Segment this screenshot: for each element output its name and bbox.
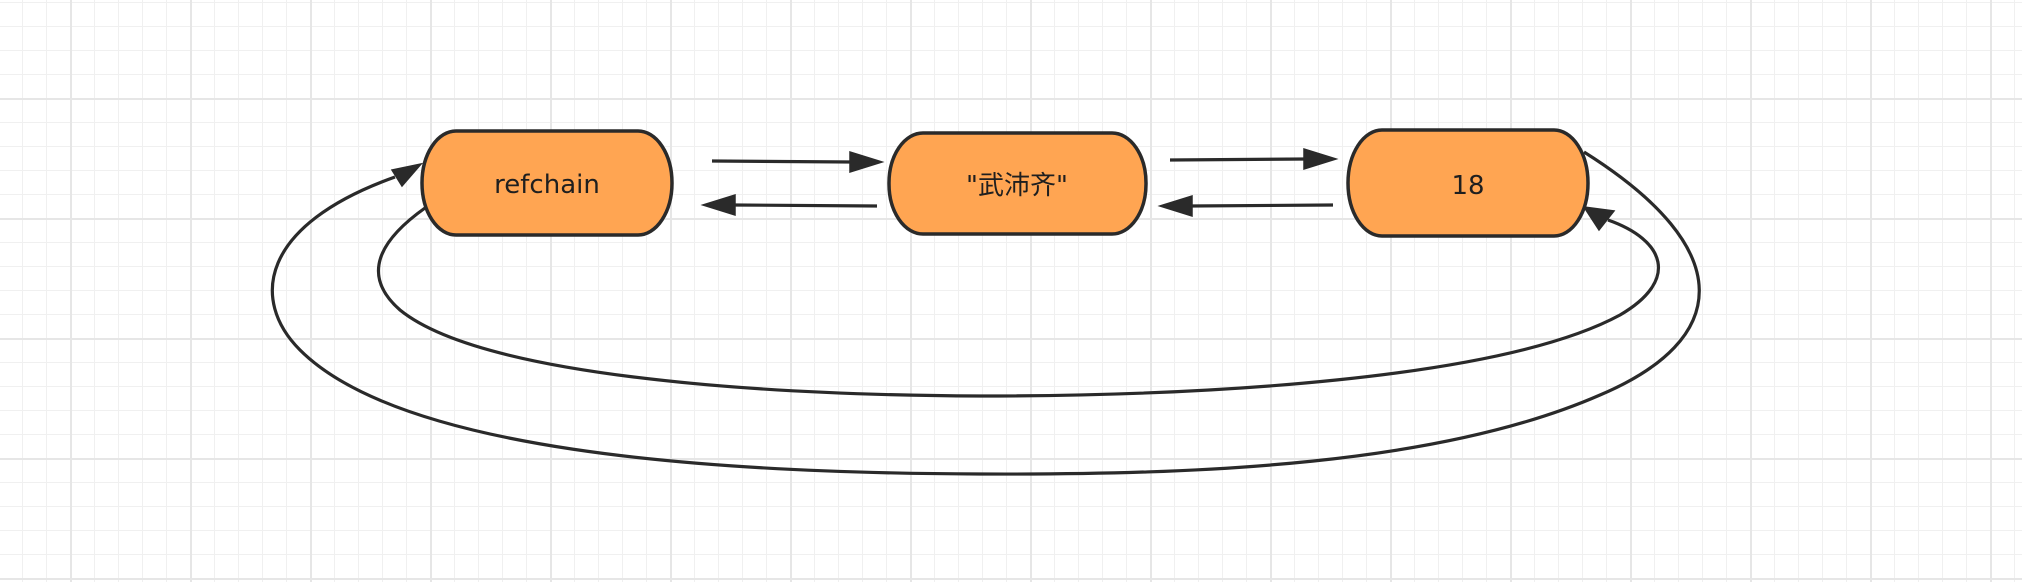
edge-18-to-node2 bbox=[1157, 194, 1334, 218]
edge-node2-to-refchain bbox=[700, 193, 878, 217]
edge-node2-to-18 bbox=[1169, 147, 1339, 171]
edge-refchain-to-18 bbox=[376, 206, 1661, 398]
node-wupeiqi[interactable]: "武沛齐" bbox=[887, 131, 1148, 236]
node-label: "武沛齐" bbox=[966, 171, 1068, 201]
arrowhead bbox=[1157, 194, 1193, 218]
arrowhead bbox=[390, 162, 424, 188]
arrowhead bbox=[1303, 147, 1339, 171]
node-18[interactable]: 18 bbox=[1346, 128, 1590, 238]
node-refchain[interactable]: refchain bbox=[420, 129, 674, 237]
edge-refchain-to-node2 bbox=[711, 150, 885, 174]
node-label: 18 bbox=[1451, 171, 1484, 201]
arrowhead bbox=[849, 150, 885, 174]
arrowhead bbox=[1582, 206, 1616, 232]
node-label: refchain bbox=[494, 170, 600, 200]
edge-18-to-refchain bbox=[270, 150, 1701, 476]
arrowhead bbox=[700, 193, 736, 217]
